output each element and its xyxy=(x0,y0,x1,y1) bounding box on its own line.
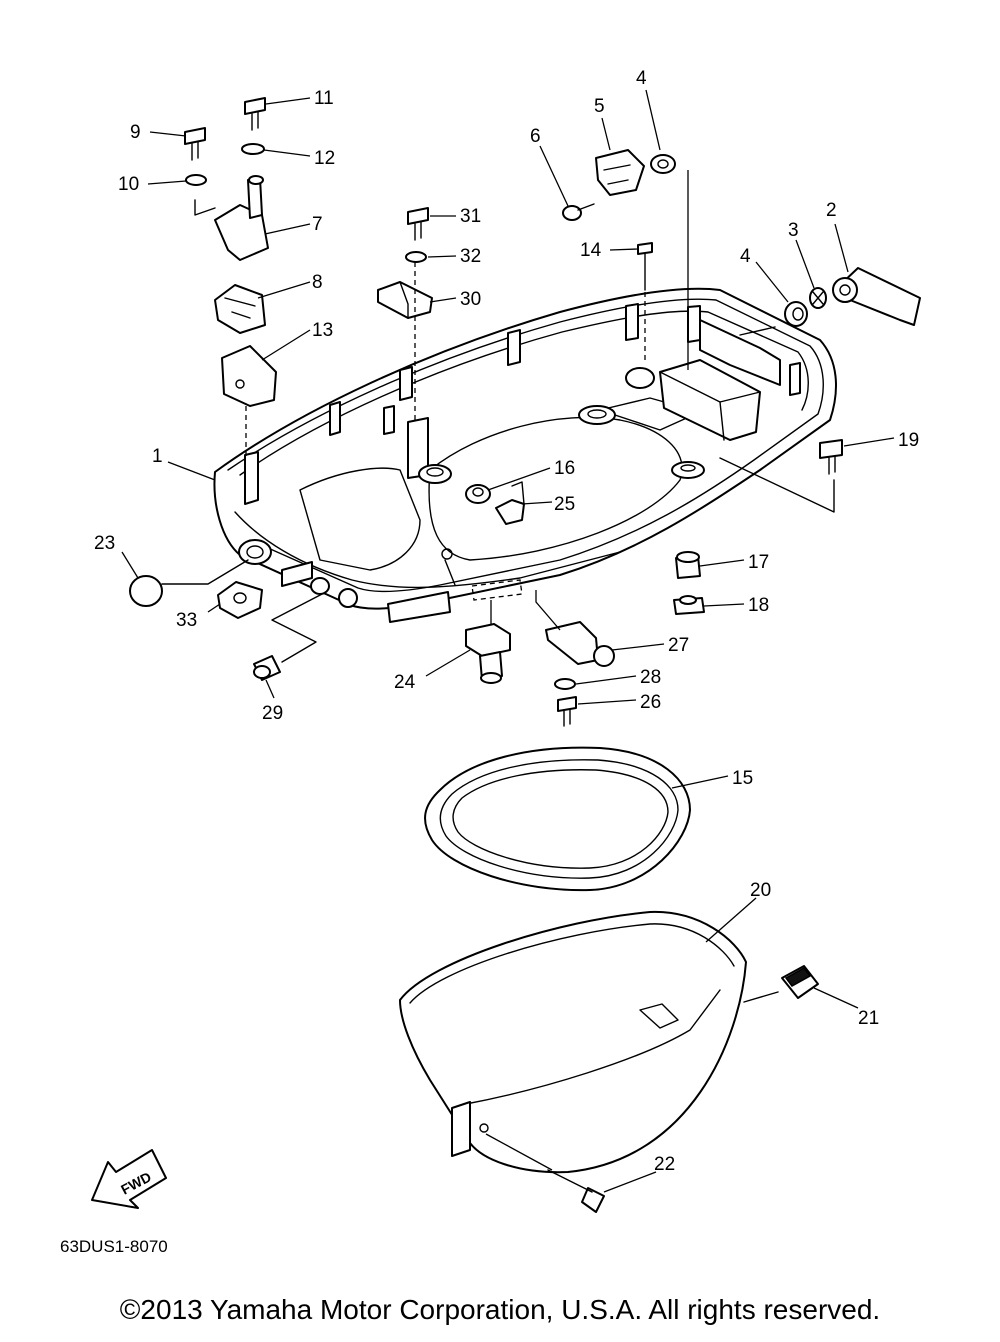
diagram-code: 63DUS1-8070 xyxy=(60,1237,168,1256)
callout-27: 27 xyxy=(668,635,689,656)
callout-4-right: 4 xyxy=(740,246,751,267)
part-28-washer xyxy=(554,678,576,690)
callout-10: 10 xyxy=(118,174,139,195)
callout-28: 28 xyxy=(640,667,661,688)
part-26-screw xyxy=(557,696,577,727)
part-25-clip xyxy=(495,481,525,525)
callout-21: 21 xyxy=(858,1008,879,1029)
part-7-bracket xyxy=(214,175,269,261)
part-12-washer xyxy=(241,143,265,155)
callout-3: 3 xyxy=(788,220,799,241)
leader-23-plug xyxy=(161,559,249,585)
part-15-seal xyxy=(424,746,691,892)
part-32-washer xyxy=(405,251,427,263)
leader-29-plug xyxy=(271,591,327,663)
part-3-spring xyxy=(809,287,827,309)
callout-12: 12 xyxy=(314,148,335,169)
callout-6: 6 xyxy=(530,126,541,147)
callout-32: 32 xyxy=(460,246,481,267)
leader-19-bolt xyxy=(719,457,835,513)
callout-26: 26 xyxy=(640,692,661,713)
part-24-plug xyxy=(465,623,511,684)
callout-31: 31 xyxy=(460,206,481,227)
part-14-pin xyxy=(637,242,653,291)
callout-4-top: 4 xyxy=(636,68,647,89)
callout-7: 7 xyxy=(312,214,323,235)
copyright-notice: ©2013 Yamaha Motor Corporation, U.S.A. A… xyxy=(119,1294,881,1325)
part-4-grommet-top xyxy=(650,154,676,174)
leader-22-screw xyxy=(485,1133,553,1171)
callouts: 1 2 3 4 4 5 6 7 8 9 10 11 12 xyxy=(94,68,919,1193)
callout-18: 18 xyxy=(748,595,769,616)
part-23-plug xyxy=(129,575,163,607)
part-30-pad xyxy=(377,281,433,319)
part-33-grommet xyxy=(217,581,263,619)
part-22-screw xyxy=(547,1169,605,1213)
part-10-washer xyxy=(185,174,207,186)
part-9-bolt xyxy=(184,127,206,161)
callout-13: 13 xyxy=(312,320,333,341)
part-21-clip xyxy=(781,965,819,999)
part-11-bolt xyxy=(244,97,266,131)
callout-19: 19 xyxy=(898,430,919,451)
callout-8: 8 xyxy=(312,272,323,293)
callout-24: 24 xyxy=(394,672,416,693)
callout-33: 33 xyxy=(176,610,197,631)
fwd-arrow-icon: FWD xyxy=(91,1149,167,1209)
leader-2-lever xyxy=(739,326,776,336)
part-6-bolt xyxy=(562,203,595,221)
callout-9: 9 xyxy=(130,122,141,143)
callout-15: 15 xyxy=(732,768,753,789)
guide-line-27 xyxy=(535,590,561,631)
part-13-cover xyxy=(221,345,277,407)
callout-16: 16 xyxy=(554,458,575,479)
callout-23: 23 xyxy=(94,533,115,554)
part-20-tray xyxy=(399,910,747,1174)
part-8-bracket xyxy=(214,284,266,334)
part-16-grommet xyxy=(465,484,491,504)
callout-1: 1 xyxy=(152,446,163,467)
part-2-lever xyxy=(832,267,921,326)
leader-20-tray xyxy=(743,991,779,1003)
callout-30: 30 xyxy=(460,289,481,310)
bottom-cowling xyxy=(213,287,837,623)
part-17-grommet xyxy=(675,551,701,579)
callout-5: 5 xyxy=(594,96,605,117)
callout-14: 14 xyxy=(580,240,602,261)
part-19-bolt xyxy=(819,439,843,475)
part-18-collar xyxy=(673,595,705,615)
callout-20: 20 xyxy=(750,880,771,901)
part-29-plug xyxy=(253,655,281,681)
callout-25: 25 xyxy=(554,494,575,515)
callout-11: 11 xyxy=(314,88,334,109)
callout-17: 17 xyxy=(748,552,769,573)
part-27-clip xyxy=(545,621,615,667)
part-4-grommet-right xyxy=(784,301,808,327)
callout-29: 29 xyxy=(262,703,283,724)
part-5-lock xyxy=(595,149,645,196)
callout-22: 22 xyxy=(654,1154,675,1175)
leader-1-bracket xyxy=(194,199,216,216)
callout-2: 2 xyxy=(826,200,837,221)
part-31-bolt xyxy=(407,207,429,241)
